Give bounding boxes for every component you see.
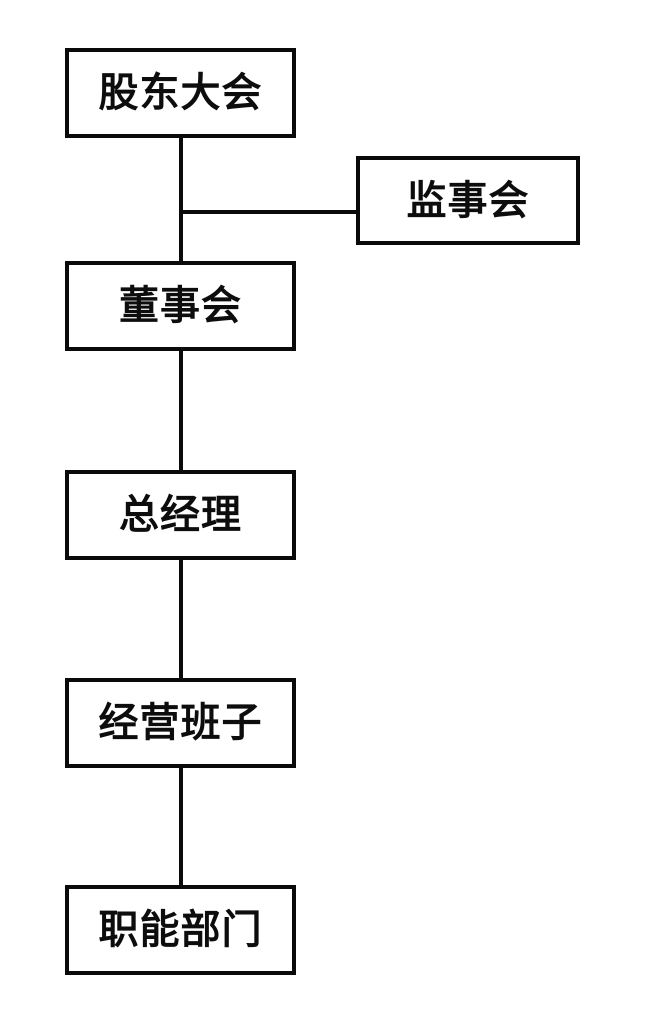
connector-shareholders-branch-to-supervisors <box>181 210 358 214</box>
node-label-board-of-supervisors: 监事会 <box>406 177 530 224</box>
node-shareholders-meeting[interactable]: 股东大会 <box>65 48 296 138</box>
node-label-board-of-directors: 董事会 <box>119 283 242 329</box>
connector-general-manager-to-management-team <box>179 560 183 678</box>
connector-management-team-to-departments <box>179 768 183 885</box>
node-label-management-team: 经营班子 <box>98 700 263 746</box>
node-label-functional-departments: 职能部门 <box>98 907 263 953</box>
node-board-of-directors[interactable]: 董事会 <box>65 261 296 351</box>
connector-directors-to-general-manager <box>179 351 183 470</box>
node-general-manager[interactable]: 总经理 <box>65 470 296 560</box>
connector-shareholders-to-directors <box>179 138 183 261</box>
node-management-team[interactable]: 经营班子 <box>65 678 296 768</box>
node-functional-departments[interactable]: 职能部门 <box>65 885 296 975</box>
node-board-of-supervisors[interactable]: 监事会 <box>356 156 580 245</box>
node-label-shareholders-meeting: 股东大会 <box>98 70 263 116</box>
node-label-general-manager: 总经理 <box>119 492 242 538</box>
